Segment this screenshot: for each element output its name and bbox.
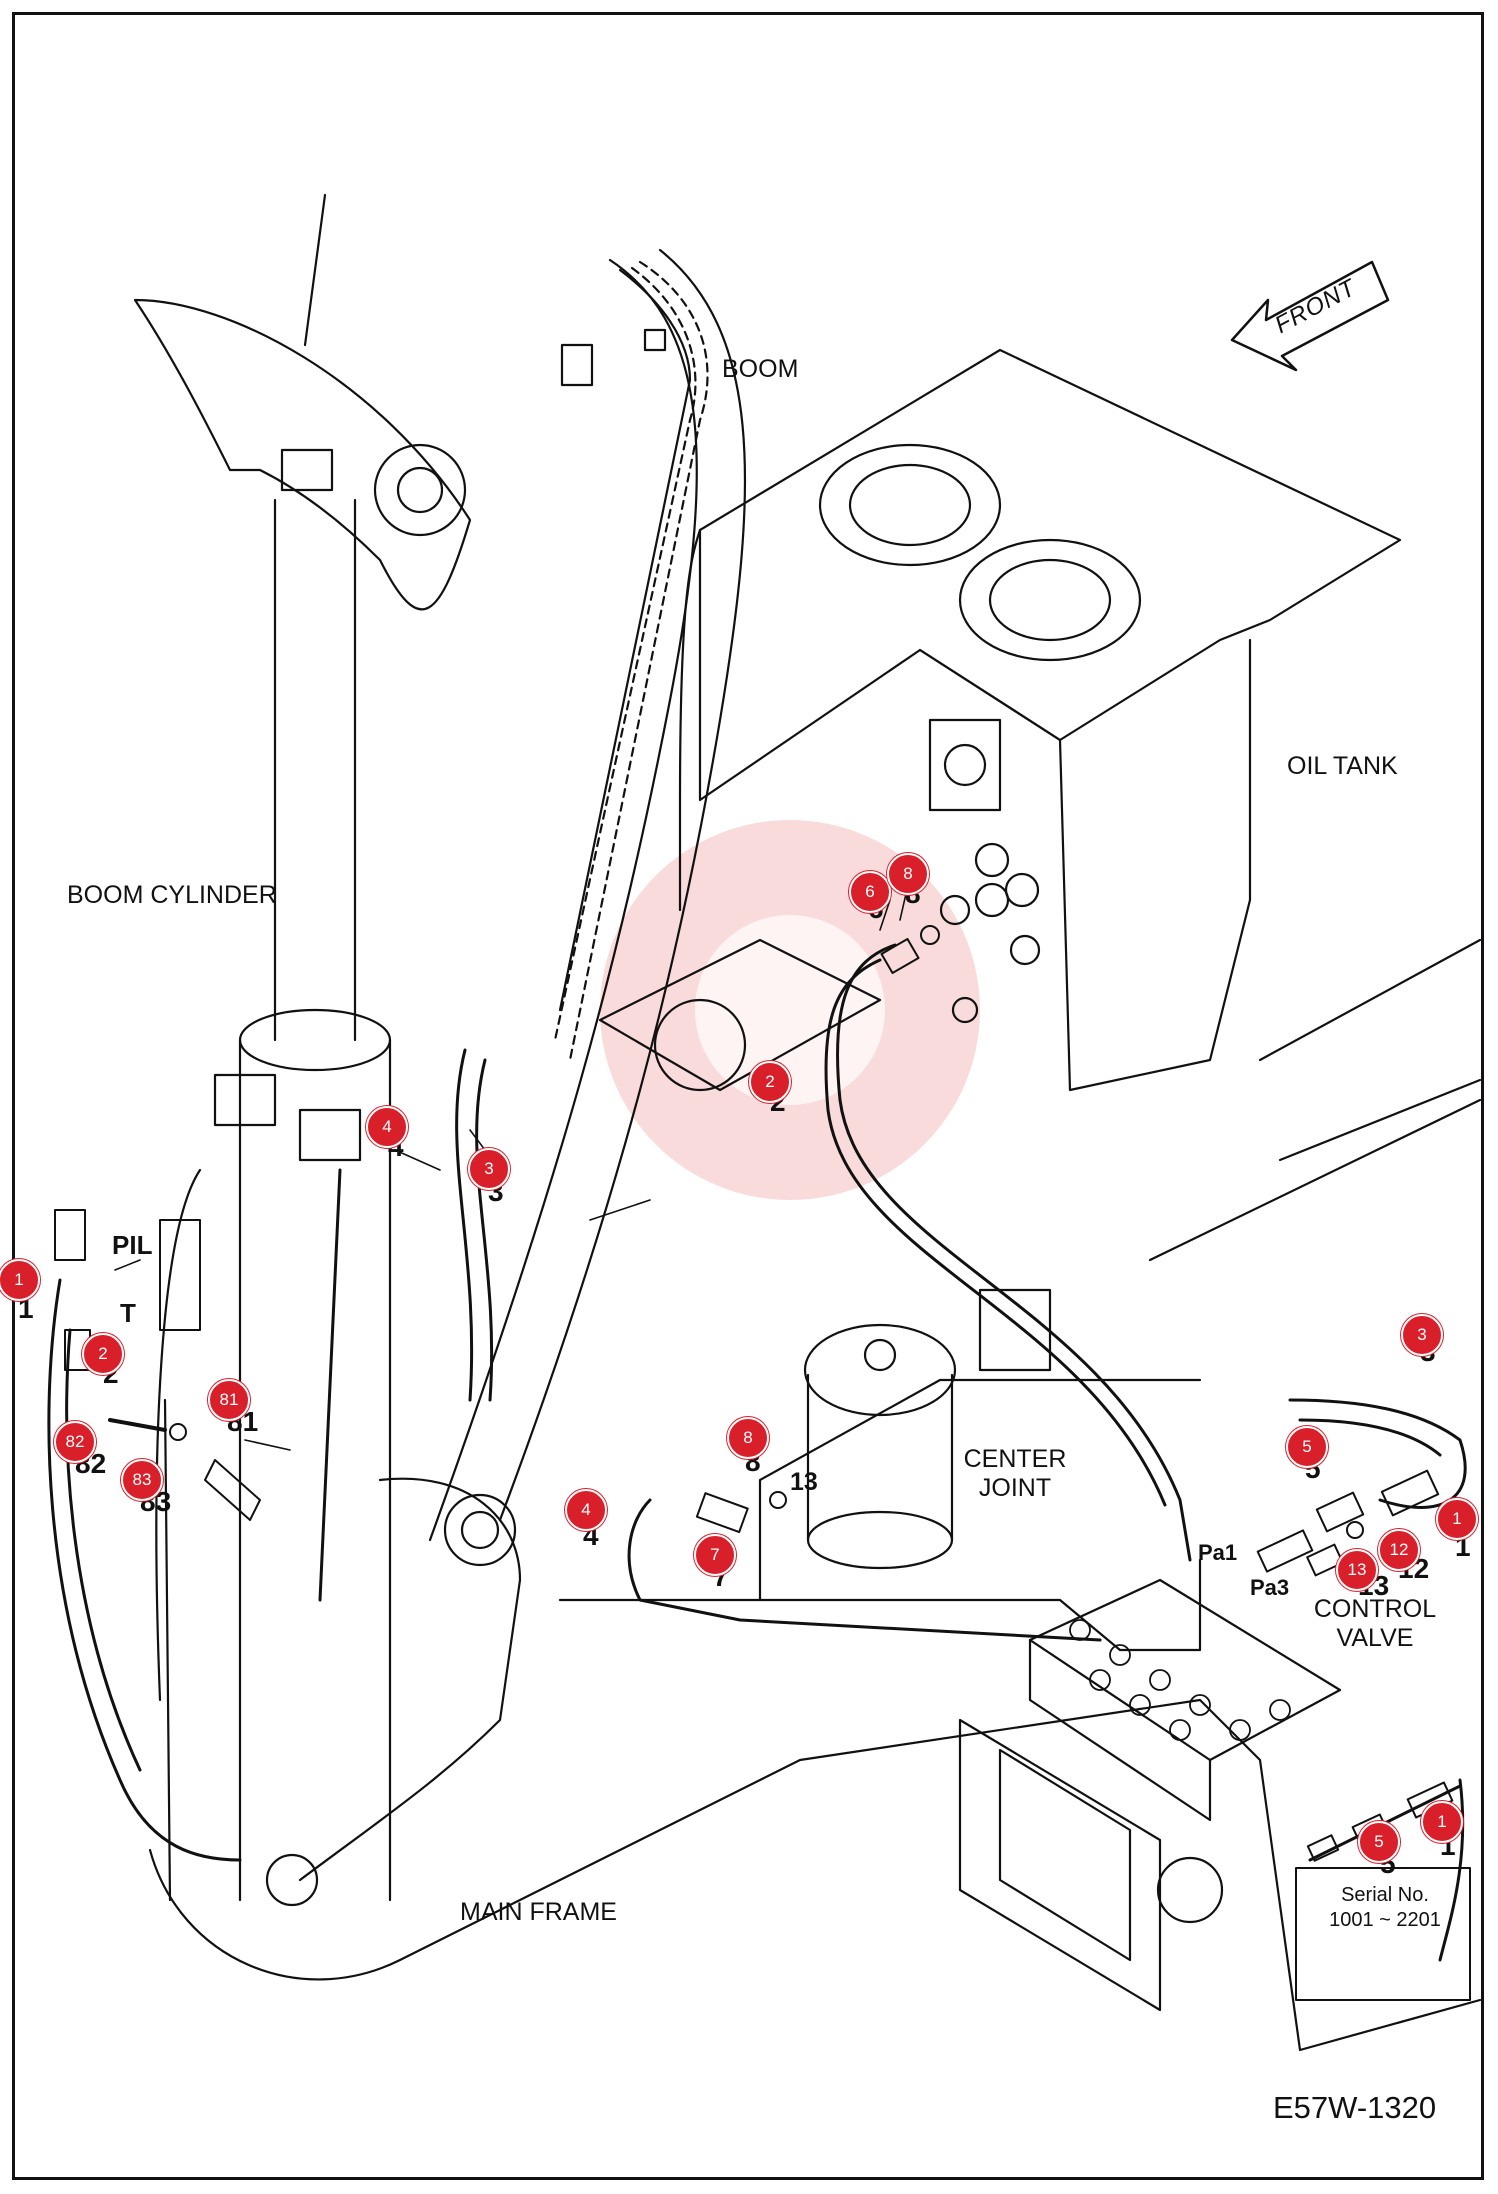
- callout-badge[interactable]: 12: [1378, 1529, 1420, 1571]
- diagram-code: E57W-1320: [1273, 2090, 1437, 2125]
- fittings: [54, 925, 1440, 1577]
- part-number: 1: [18, 1293, 34, 1324]
- pil-port-label: PIL: [112, 1230, 153, 1260]
- front-arrow: [1230, 260, 1390, 372]
- control-valve-label: CONTROL VALVE: [1310, 1597, 1440, 1651]
- hydraulic-hoses: [47, 943, 1467, 1962]
- diagram-border: [12, 12, 1484, 2180]
- boom-cylinder-label: BOOM CYLINDER: [67, 881, 277, 909]
- serial-label: Serial No.: [1341, 1884, 1429, 1906]
- callout-badge[interactable]: 81: [208, 1379, 250, 1421]
- callout-badge[interactable]: 1: [0, 1259, 40, 1301]
- control-valve-drawing: [1028, 1578, 1342, 1822]
- callout-badge[interactable]: 83: [121, 1459, 163, 1501]
- callout-badge[interactable]: 2: [82, 1333, 124, 1375]
- pa1-port-label: Pa1: [1198, 1540, 1238, 1565]
- serial-range: 1001 ~ 2201: [1329, 1909, 1441, 1931]
- pa3-port-label: Pa3: [1250, 1575, 1290, 1600]
- callout-badge[interactable]: 3: [468, 1148, 510, 1190]
- t-port-label: T: [120, 1298, 136, 1328]
- center-joint-label-line1: CENTER: [963, 1445, 1067, 1473]
- callout-badge[interactable]: 5: [1358, 1821, 1400, 1863]
- oil-tank-drawing: [678, 348, 1402, 1092]
- part-number: 13: [790, 1468, 818, 1496]
- oil-tank-label: OIL TANK: [1287, 752, 1398, 780]
- center-joint-drawing: [803, 1288, 1052, 1570]
- callout-badge[interactable]: 13: [1336, 1549, 1378, 1591]
- callout-badge[interactable]: 8: [727, 1417, 769, 1459]
- main-frame-label: MAIN FRAME: [460, 1898, 617, 1926]
- callout-badge[interactable]: 5: [1286, 1426, 1328, 1468]
- center-joint-label: CENTER JOINT: [960, 1447, 1070, 1501]
- inset-serial-label: Serial No. 1001 ~ 2201: [1300, 1885, 1470, 1930]
- callout-badge[interactable]: 7: [694, 1534, 736, 1576]
- boom-label: BOOM: [722, 355, 799, 383]
- callout-badge[interactable]: 3: [1401, 1314, 1443, 1356]
- callout-badge[interactable]: 6: [849, 871, 891, 913]
- control-valve-label-line2: VALVE: [1336, 1624, 1414, 1652]
- control-valve-label-line1: CONTROL: [1313, 1595, 1437, 1623]
- inset-detail-box: [1295, 1867, 1471, 2001]
- main-frame-drawing: [148, 938, 1482, 2052]
- callout-badge[interactable]: 2: [749, 1061, 791, 1103]
- callout-badge[interactable]: 1: [1421, 1801, 1463, 1843]
- boom-drawing: [428, 248, 747, 1542]
- center-joint-label-line2: JOINT: [978, 1474, 1052, 1502]
- callout-badge[interactable]: 82: [54, 1421, 96, 1463]
- callout-badge[interactable]: 4: [565, 1489, 607, 1531]
- callout-badge[interactable]: 4: [366, 1106, 408, 1148]
- callout-badge[interactable]: 8: [887, 853, 929, 895]
- callout-badge[interactable]: 1: [1436, 1498, 1478, 1540]
- boom-cylinder-drawing: [133, 193, 472, 1902]
